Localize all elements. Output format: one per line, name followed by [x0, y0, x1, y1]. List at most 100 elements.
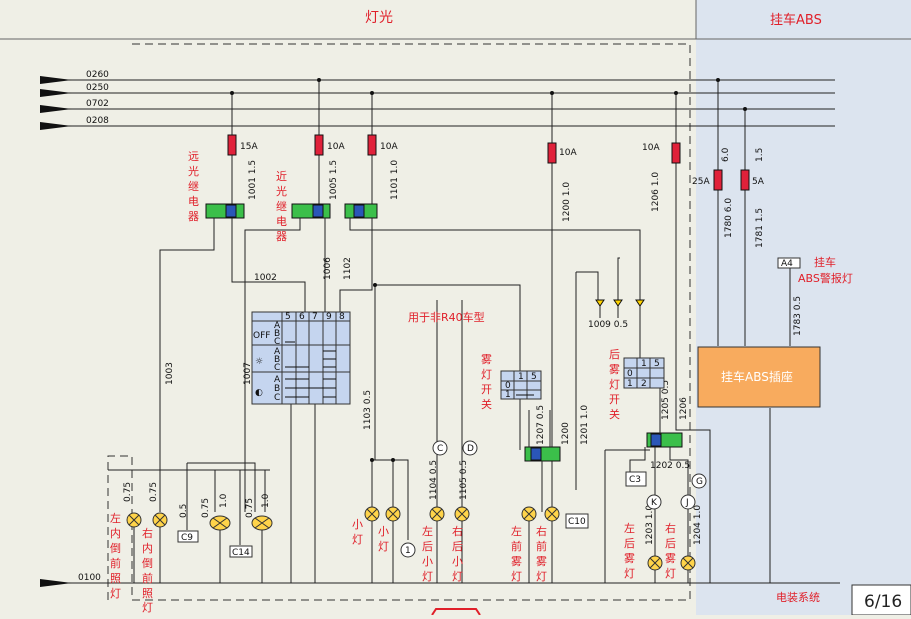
svg-text:光: 光 — [276, 184, 287, 198]
svg-text:K: K — [651, 498, 658, 508]
svg-text:小: 小 — [422, 555, 433, 568]
svg-text:右: 右 — [142, 526, 153, 540]
lamp-left-reverse — [126, 512, 142, 528]
rear-fog-switch-label: 后 雾 灯 开 关 — [609, 348, 620, 421]
wire-numbers: 1002 1006 1102 1003 1007 1103 0.5 1104 0… — [123, 257, 703, 545]
svg-text:C: C — [274, 363, 280, 373]
lamp-right-front-fog — [544, 506, 560, 522]
svg-text:☼: ☼ — [255, 357, 263, 367]
svg-text:C: C — [274, 393, 280, 403]
svg-text:7: 7 — [312, 312, 318, 322]
svg-text:C: C — [437, 444, 443, 454]
bus-0702: 0702 — [86, 99, 109, 109]
wire-1780: 1780 6.0 — [724, 198, 734, 238]
svg-text:灯: 灯 — [481, 368, 492, 381]
svg-text:1102: 1102 — [343, 257, 353, 280]
svg-text:0.75: 0.75 — [201, 498, 211, 518]
svg-text:后: 后 — [665, 537, 676, 550]
relay-low-label: 近 光 继 电 器 — [276, 170, 287, 243]
lamp-labels: 左 内 倒 前 照 灯 右 内 倒 前 照 灯 小 灯 小 灯 左 后 小 灯 … — [110, 512, 676, 614]
fuse-25a-label: 25A — [692, 177, 710, 187]
svg-text:左: 左 — [624, 522, 635, 535]
fuse-15a — [227, 134, 237, 156]
front-fog-switch: 1 5 0 1 — [500, 370, 542, 400]
svg-text:小: 小 — [452, 555, 463, 568]
svg-text:J: J — [685, 498, 689, 508]
svg-text:左: 左 — [422, 525, 433, 538]
fuse-10a-3 — [547, 142, 557, 164]
svg-text:1003: 1003 — [165, 362, 175, 385]
svg-text:小: 小 — [352, 518, 363, 531]
svg-text:继: 继 — [188, 180, 199, 193]
svg-text:照: 照 — [142, 587, 153, 600]
non-r40-note: 用于非R40车型 — [408, 310, 485, 324]
wire-1101: 1101 1.0 — [390, 160, 400, 200]
relay-high — [205, 203, 245, 219]
lamp-left-rear-small — [429, 506, 445, 522]
svg-text:C10: C10 — [568, 517, 586, 527]
svg-text:雾: 雾 — [624, 552, 635, 565]
wire-top-60: 6.0 — [721, 147, 731, 162]
fuse-15a-label: 15A — [240, 142, 258, 152]
svg-text:5: 5 — [654, 359, 660, 369]
ground-bus: 0100 — [40, 573, 840, 587]
abs-socket-label: 挂车ABS插座 — [721, 369, 793, 384]
svg-text:灯: 灯 — [352, 533, 363, 546]
section-title-abs: 挂车ABS — [770, 12, 822, 28]
svg-text:◐: ◐ — [255, 388, 263, 398]
svg-text:0: 0 — [505, 381, 511, 391]
svg-text:A: A — [274, 347, 281, 357]
lamp-right-rear-small — [454, 506, 470, 522]
fuses: 15A 10A 10A 10A 10A 25A 5A — [227, 134, 765, 191]
svg-text:1103 0.5: 1103 0.5 — [363, 390, 373, 430]
connector-a4 — [777, 257, 801, 269]
svg-text:雾: 雾 — [609, 363, 620, 376]
svg-text:5: 5 — [531, 372, 537, 382]
svg-text:1: 1 — [405, 546, 411, 556]
lamp-left-front-fog — [521, 506, 537, 522]
svg-text:0: 0 — [627, 369, 633, 379]
fuse-5a-label: 5A — [752, 177, 765, 187]
svg-text:1.0: 1.0 — [261, 493, 271, 508]
wire-top-15: 1.5 — [755, 148, 765, 162]
svg-text:后: 后 — [422, 540, 433, 553]
wire-1206: 1206 1.0 — [651, 172, 661, 212]
svg-text:1: 1 — [627, 379, 633, 389]
svg-text:灯: 灯 — [452, 570, 463, 583]
svg-text:G: G — [696, 477, 703, 487]
svg-text:灯: 灯 — [422, 570, 433, 583]
fuse-10a-2-label: 10A — [380, 142, 398, 152]
lamp-small-2 — [385, 506, 401, 522]
fuse-10a-4 — [671, 142, 681, 164]
wire-labels: 1001 1.5 1005 1.5 1101 1.0 1200 1.0 1206… — [248, 147, 803, 336]
svg-text:C14: C14 — [232, 548, 250, 558]
svg-text:右: 右 — [452, 524, 463, 538]
svg-text:B: B — [274, 329, 280, 339]
relay-front-fog — [524, 446, 561, 462]
svg-text:倒: 倒 — [142, 557, 153, 570]
wire-1781: 1781 1.5 — [755, 208, 765, 248]
lamp-right-reverse — [152, 512, 168, 528]
svg-text:D: D — [467, 444, 474, 454]
svg-text:雾: 雾 — [481, 353, 492, 366]
svg-text:雾: 雾 — [511, 555, 522, 568]
svg-text:OFF: OFF — [253, 331, 270, 341]
connector-boxes: C9 C14 C10 C3 — [177, 471, 647, 558]
svg-text:A: A — [274, 321, 281, 331]
rear-fog-switch: 1 5 0 1 2 — [623, 357, 665, 389]
lamp-small-1 — [364, 506, 380, 522]
svg-text:开: 开 — [609, 393, 620, 406]
svg-text:1104 0.5: 1104 0.5 — [429, 460, 439, 500]
wire-1200: 1200 1.0 — [562, 182, 572, 222]
svg-text:内: 内 — [110, 526, 121, 540]
svg-text:灯: 灯 — [110, 587, 121, 600]
svg-text:B: B — [274, 355, 280, 365]
svg-text:右: 右 — [536, 524, 547, 538]
svg-text:近: 近 — [276, 170, 287, 183]
relay-rear-fog — [646, 432, 683, 448]
svg-text:灯: 灯 — [142, 601, 153, 614]
light-switch-table: 5 6 7 9 8 OFF ☼ ◐ A B C A B C A B C — [251, 311, 351, 405]
svg-text:1.0: 1.0 — [219, 493, 229, 508]
diodes — [595, 299, 645, 307]
